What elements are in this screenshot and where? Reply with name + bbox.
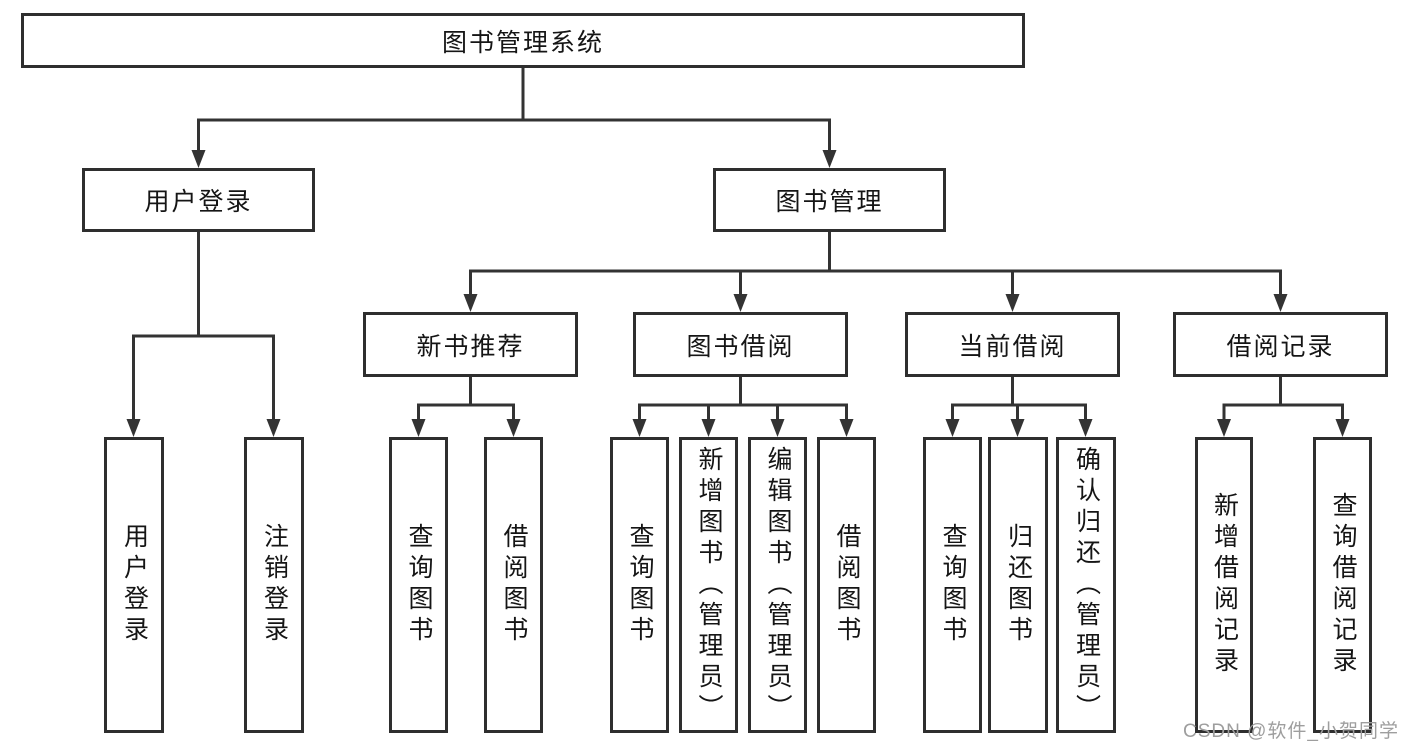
leaf-edit-book-admin: 编辑图书（管理员）	[748, 437, 807, 733]
node-book-management: 图书管理	[713, 168, 946, 232]
leaf-logout: 注销登录	[244, 437, 304, 733]
leaf-query-books: 查询图书	[923, 437, 982, 733]
node-book-borrowing: 图书借阅	[633, 312, 848, 377]
leaf-query-books: 查询图书	[389, 437, 448, 733]
csdn-watermark: CSDN @软件_小贺同学	[1183, 721, 1399, 742]
leaf-add-borrow-record: 新增借阅记录	[1195, 437, 1253, 733]
node-root-system: 图书管理系统	[21, 13, 1025, 68]
leaf-query-borrow-record: 查询借阅记录	[1313, 437, 1372, 733]
leaf-return-books: 归还图书	[988, 437, 1048, 733]
connector-new-book-children	[411, 375, 521, 437]
node-new-book-recommend: 新书推荐	[363, 312, 578, 377]
connector-book-borrowing-children	[632, 375, 854, 437]
connector-user-login-children	[126, 230, 281, 437]
leaf-borrow-books: 借阅图书	[484, 437, 543, 733]
leaf-borrow-books: 借阅图书	[817, 437, 876, 733]
connector-current-borrowing-children	[945, 375, 1093, 437]
node-current-borrowing: 当前借阅	[905, 312, 1120, 377]
node-user-login: 用户登录	[82, 168, 315, 232]
connector-book-management-sections	[463, 230, 1288, 312]
leaf-add-book-admin: 新增图书（管理员）	[679, 437, 738, 733]
connector-borrow-records-children	[1217, 375, 1350, 437]
leaf-user-login: 用户登录	[104, 437, 164, 733]
leaf-query-books: 查询图书	[610, 437, 669, 733]
node-borrow-records: 借阅记录	[1173, 312, 1388, 377]
leaf-confirm-return-admin: 确认归还（管理员）	[1056, 437, 1116, 733]
connector-root-to-level2	[191, 66, 837, 168]
